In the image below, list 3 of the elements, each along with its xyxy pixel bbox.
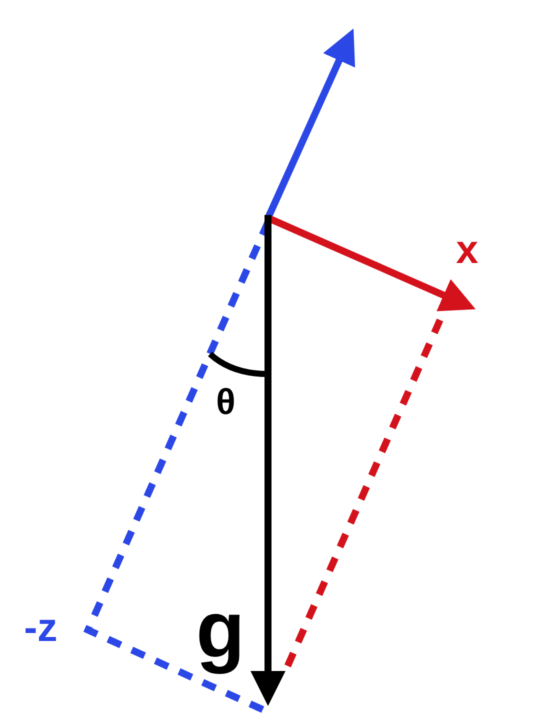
axis-label: -z (24, 608, 58, 648)
axis-label: x (456, 230, 478, 270)
angle-label: θ (216, 384, 236, 420)
